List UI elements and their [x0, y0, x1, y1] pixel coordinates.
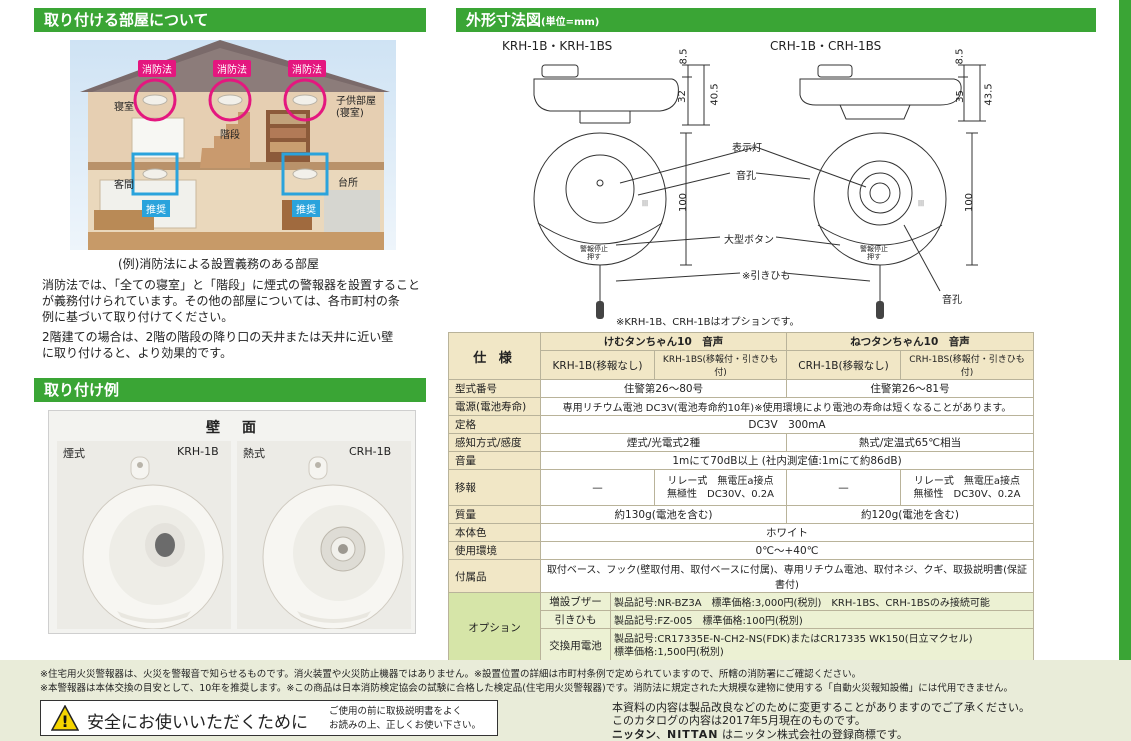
options-label: オプション [448, 592, 541, 663]
wall-label: 壁 面 [206, 420, 260, 436]
callout-button: 大型ボタン [724, 235, 774, 246]
photo-right-type: 熱式 [243, 447, 265, 460]
photo-smoke-detector: 煙式 KRH-1B [57, 441, 231, 630]
dimension-drawings: ||| ||| 8.5 32 40.5 100 8.5 35 43.5 100 表… [520, 49, 1000, 325]
photo-heat-detector: 熱式 CRH-1B [237, 441, 411, 630]
callout-string: ※引きひも [742, 271, 791, 282]
room-label: 客間 [114, 180, 134, 191]
dim-b-diameter: 100 [964, 192, 976, 213]
device-button-text-a: 警報停止 押す [580, 245, 608, 261]
brand-line: ニッタン、NITTAN はニッタン株式会社の登録商標です。 [612, 728, 908, 741]
example-section-title: 取り付け例 [34, 378, 426, 402]
spec-row: 感知方式/感度煙式/光電式2種熱式/定温式65℃相当 [448, 433, 1034, 452]
svg-text:|||: ||| [642, 200, 648, 207]
callout-hole: 音孔 [736, 171, 756, 182]
room-label: 寝室 [114, 102, 134, 113]
photo-left-type: 煙式 [63, 447, 85, 460]
safety-title: 安全にお使いいただくために [87, 713, 308, 733]
warning-icon: ! [50, 704, 80, 731]
footer-note-2: ※本警報器は本体交換の目安として、10年を推奨します。※この商品は日本消防検定協… [40, 683, 1013, 694]
svg-text:!: ! [61, 712, 68, 731]
dim-a-total: 40.5 [709, 83, 721, 106]
spec-row: 移報 — リレー式 無電圧a接点無極性 DC30V、0.2A — リレー式 無電… [448, 469, 1034, 506]
dim-b-top: 8.5 [954, 48, 966, 65]
recommend-tag: 推奨 [292, 200, 320, 217]
model-b-label: CRH-1B・CRH-1BS [770, 39, 882, 53]
footer-note-1: ※住宅用火災警報器は、火災を警報音で知らせるものです。消火装置や火災防止機器では… [40, 669, 862, 680]
mounting-photos: 壁 面 煙式 KRH-1B 熱式 CRH-1B [48, 410, 416, 634]
spec-row: 本体色ホワイト [448, 523, 1034, 542]
callout-lamp: 表示灯 [732, 143, 762, 154]
svg-text:|||: ||| [918, 200, 924, 207]
spec-col-a: けむタンちゃん10 音声 [540, 332, 787, 351]
room-label: 子供部屋 (寝室) [336, 96, 376, 119]
option-row: オプション 増設ブザー 製品記号:NR-BZ3A 標準価格:3,000円(税別)… [448, 592, 1034, 663]
rooms-paragraph-2: 2階建ての場合は、2階の階段の降り口の天井または天井に近い壁に取り付けると、より… [42, 330, 394, 360]
illustration-caption: (例)消防法による設置義務のある部屋 [118, 257, 320, 271]
option-row: 交換用電池 製品記号:CR17335E-N-CH2-NS(FDK)またはCR17… [449, 628, 1034, 663]
safety-subtext: ご使用の前に取扱説明書をよくお読みの上、正しくお使い下さい。 [329, 706, 482, 731]
dimensions-section-title: 外形寸法図(単位=mm) [456, 8, 1096, 32]
law-tag: 消防法 [138, 60, 176, 77]
room-label: 台所 [338, 178, 358, 189]
spec-title: 仕 様 [448, 332, 541, 380]
spec-row: 型式番号住警第26～80号住警第26～81号 [448, 379, 1034, 398]
side-stripe [1119, 0, 1131, 660]
callout-hole-2: 音孔 [942, 295, 962, 306]
law-tag: 消防法 [213, 60, 251, 77]
dim-a-diameter: 100 [678, 192, 690, 213]
room-label: 階段 [220, 130, 240, 141]
spec-row: 質量約130g(電池を含む)約120g(電池を含む) [448, 505, 1034, 524]
photo-right-model: CRH-1B [349, 445, 392, 458]
spec-sub: CRH-1B(移報なし) [786, 350, 901, 380]
law-tag: 消防法 [288, 60, 326, 77]
model-a-label: KRH-1B・KRH-1BS [502, 39, 613, 53]
spec-row: 電源(電池寿命)専用リチウム電池 DC3V(電池寿命約10年)※使用環境により電… [448, 397, 1034, 416]
rooms-paragraph-1: 消防法では、「全ての寝室」と「階段」に煙式の警報器を設置することが義務付けられて… [42, 278, 421, 324]
spec-sub: KRH-1B(移報なし) [540, 350, 655, 380]
dim-b-total: 43.5 [983, 83, 995, 106]
dim-b-body: 35 [954, 90, 966, 103]
option-row: 引きひも 製品記号:FZ-005 標準価格:100円(税別) [449, 610, 1034, 629]
spec-row: 付属品取付ベース、フック(壁取付用、取付ベースに付属)、専用リチウム電池、取付ネ… [448, 559, 1034, 593]
option-note: ※KRH-1B、CRH-1Bはオプションです。 [616, 317, 800, 328]
dim-a-body: 32 [676, 90, 688, 103]
recommend-tag: 推奨 [142, 200, 170, 217]
rooms-section-title: 取り付ける部屋について [34, 8, 426, 32]
safety-box: ! 安全にお使いいただくために ご使用の前に取扱説明書をよくお読みの上、正しくお… [40, 700, 498, 736]
dim-a-top: 8.5 [678, 48, 690, 65]
photo-left-model: KRH-1B [177, 445, 219, 458]
device-button-text-b: 警報停止 押す [860, 245, 888, 261]
spec-col-b: ねつタンちゃん10 音声 [786, 332, 1034, 351]
brand-logo-jp: ニッタン [612, 728, 656, 741]
house-illustration: 消防法 消防法 消防法 寝室 階段 子供部屋 (寝室) 客間 台所 推奨 推奨 [70, 40, 396, 250]
spec-sub: KRH-1BS(移報付・引きひも付) [654, 350, 787, 380]
spec-table: 仕 様 けむタンちゃん10 音声 ねつタンちゃん10 音声 KRH-1B(移報な… [448, 332, 1034, 663]
spec-sub: CRH-1BS(移報付・引きひも付) [900, 350, 1034, 380]
brand-logo-en: NITTAN [667, 728, 719, 741]
disclaimer: 本資料の内容は製品改良などのために変更することがありますのでご了承ください。この… [612, 701, 1030, 727]
